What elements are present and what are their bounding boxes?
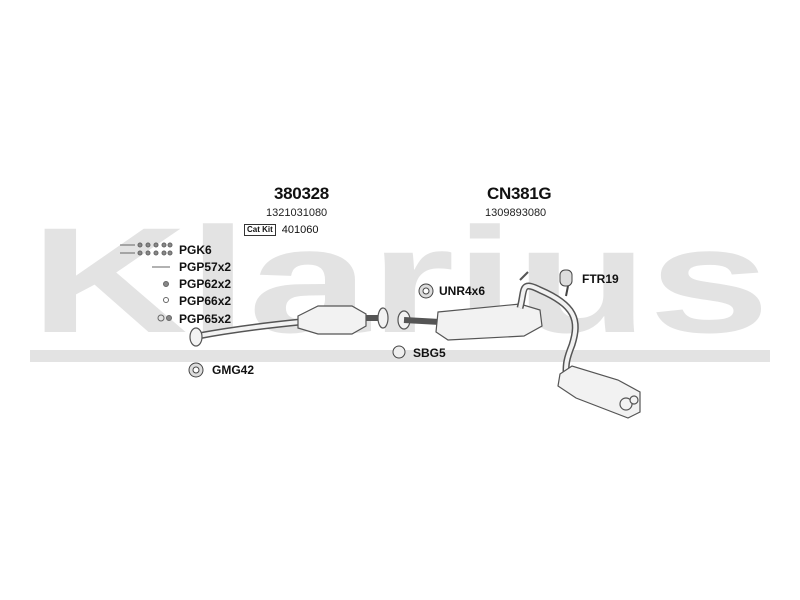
cat-kit-badge: Cat Kit [244, 224, 276, 236]
front-flange [189, 327, 203, 347]
label-pgp62x2: PGP62x2 [179, 277, 232, 291]
label-pgk6: PGK6 [179, 243, 212, 257]
ref-number-380328: 1321031080 [266, 207, 328, 219]
label-ftr19: FTR19 [582, 272, 619, 286]
cat-kit-row: Cat Kit 401060 [244, 224, 319, 236]
pgp66-washer-icon [163, 297, 169, 303]
part-number-380328: 380328 [274, 184, 329, 203]
middle-silencer [435, 303, 543, 341]
ftr19-icon [559, 269, 573, 287]
sbg5-icon [392, 345, 406, 359]
cat-kit-value: 401060 [281, 224, 319, 236]
pgp65-clamp-icon [157, 314, 172, 322]
catalytic-converter [297, 305, 367, 335]
pgp62-nut-icon [163, 281, 169, 287]
label-unr4x6: UNR4x6 [439, 284, 486, 298]
pgk6-hardware-icon [120, 242, 173, 256]
part-number-cn381g: CN381G [487, 184, 552, 203]
ref-number-cn381g: 1309893080 [485, 207, 547, 219]
label-gmg42: GMG42 [212, 363, 255, 377]
label-pgp65x2: PGP65x2 [179, 312, 232, 326]
watermark-text: Klarius [30, 196, 770, 364]
label-pgp57x2: PGP57x2 [179, 260, 232, 274]
cat-flange [377, 307, 389, 329]
label-sbg5: SBG5 [413, 346, 446, 360]
label-pgp66x2: PGP66x2 [179, 294, 232, 308]
